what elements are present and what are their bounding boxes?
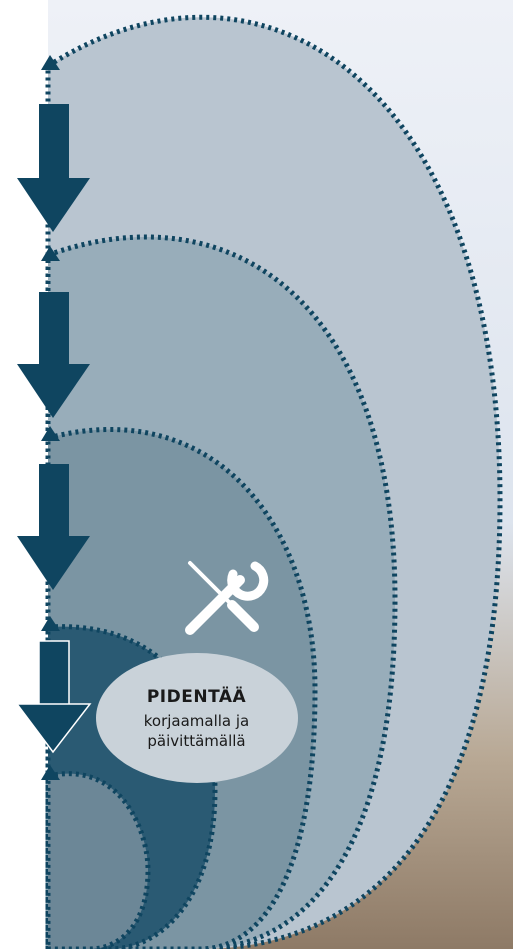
label-line-2: päivittämällä	[147, 731, 245, 751]
label-box: PIDENTÄÄ korjaamalla ja päivittämällä	[95, 654, 298, 784]
label-line-1: korjaamalla ja	[144, 711, 250, 731]
label-title: PIDENTÄÄ	[147, 687, 246, 707]
